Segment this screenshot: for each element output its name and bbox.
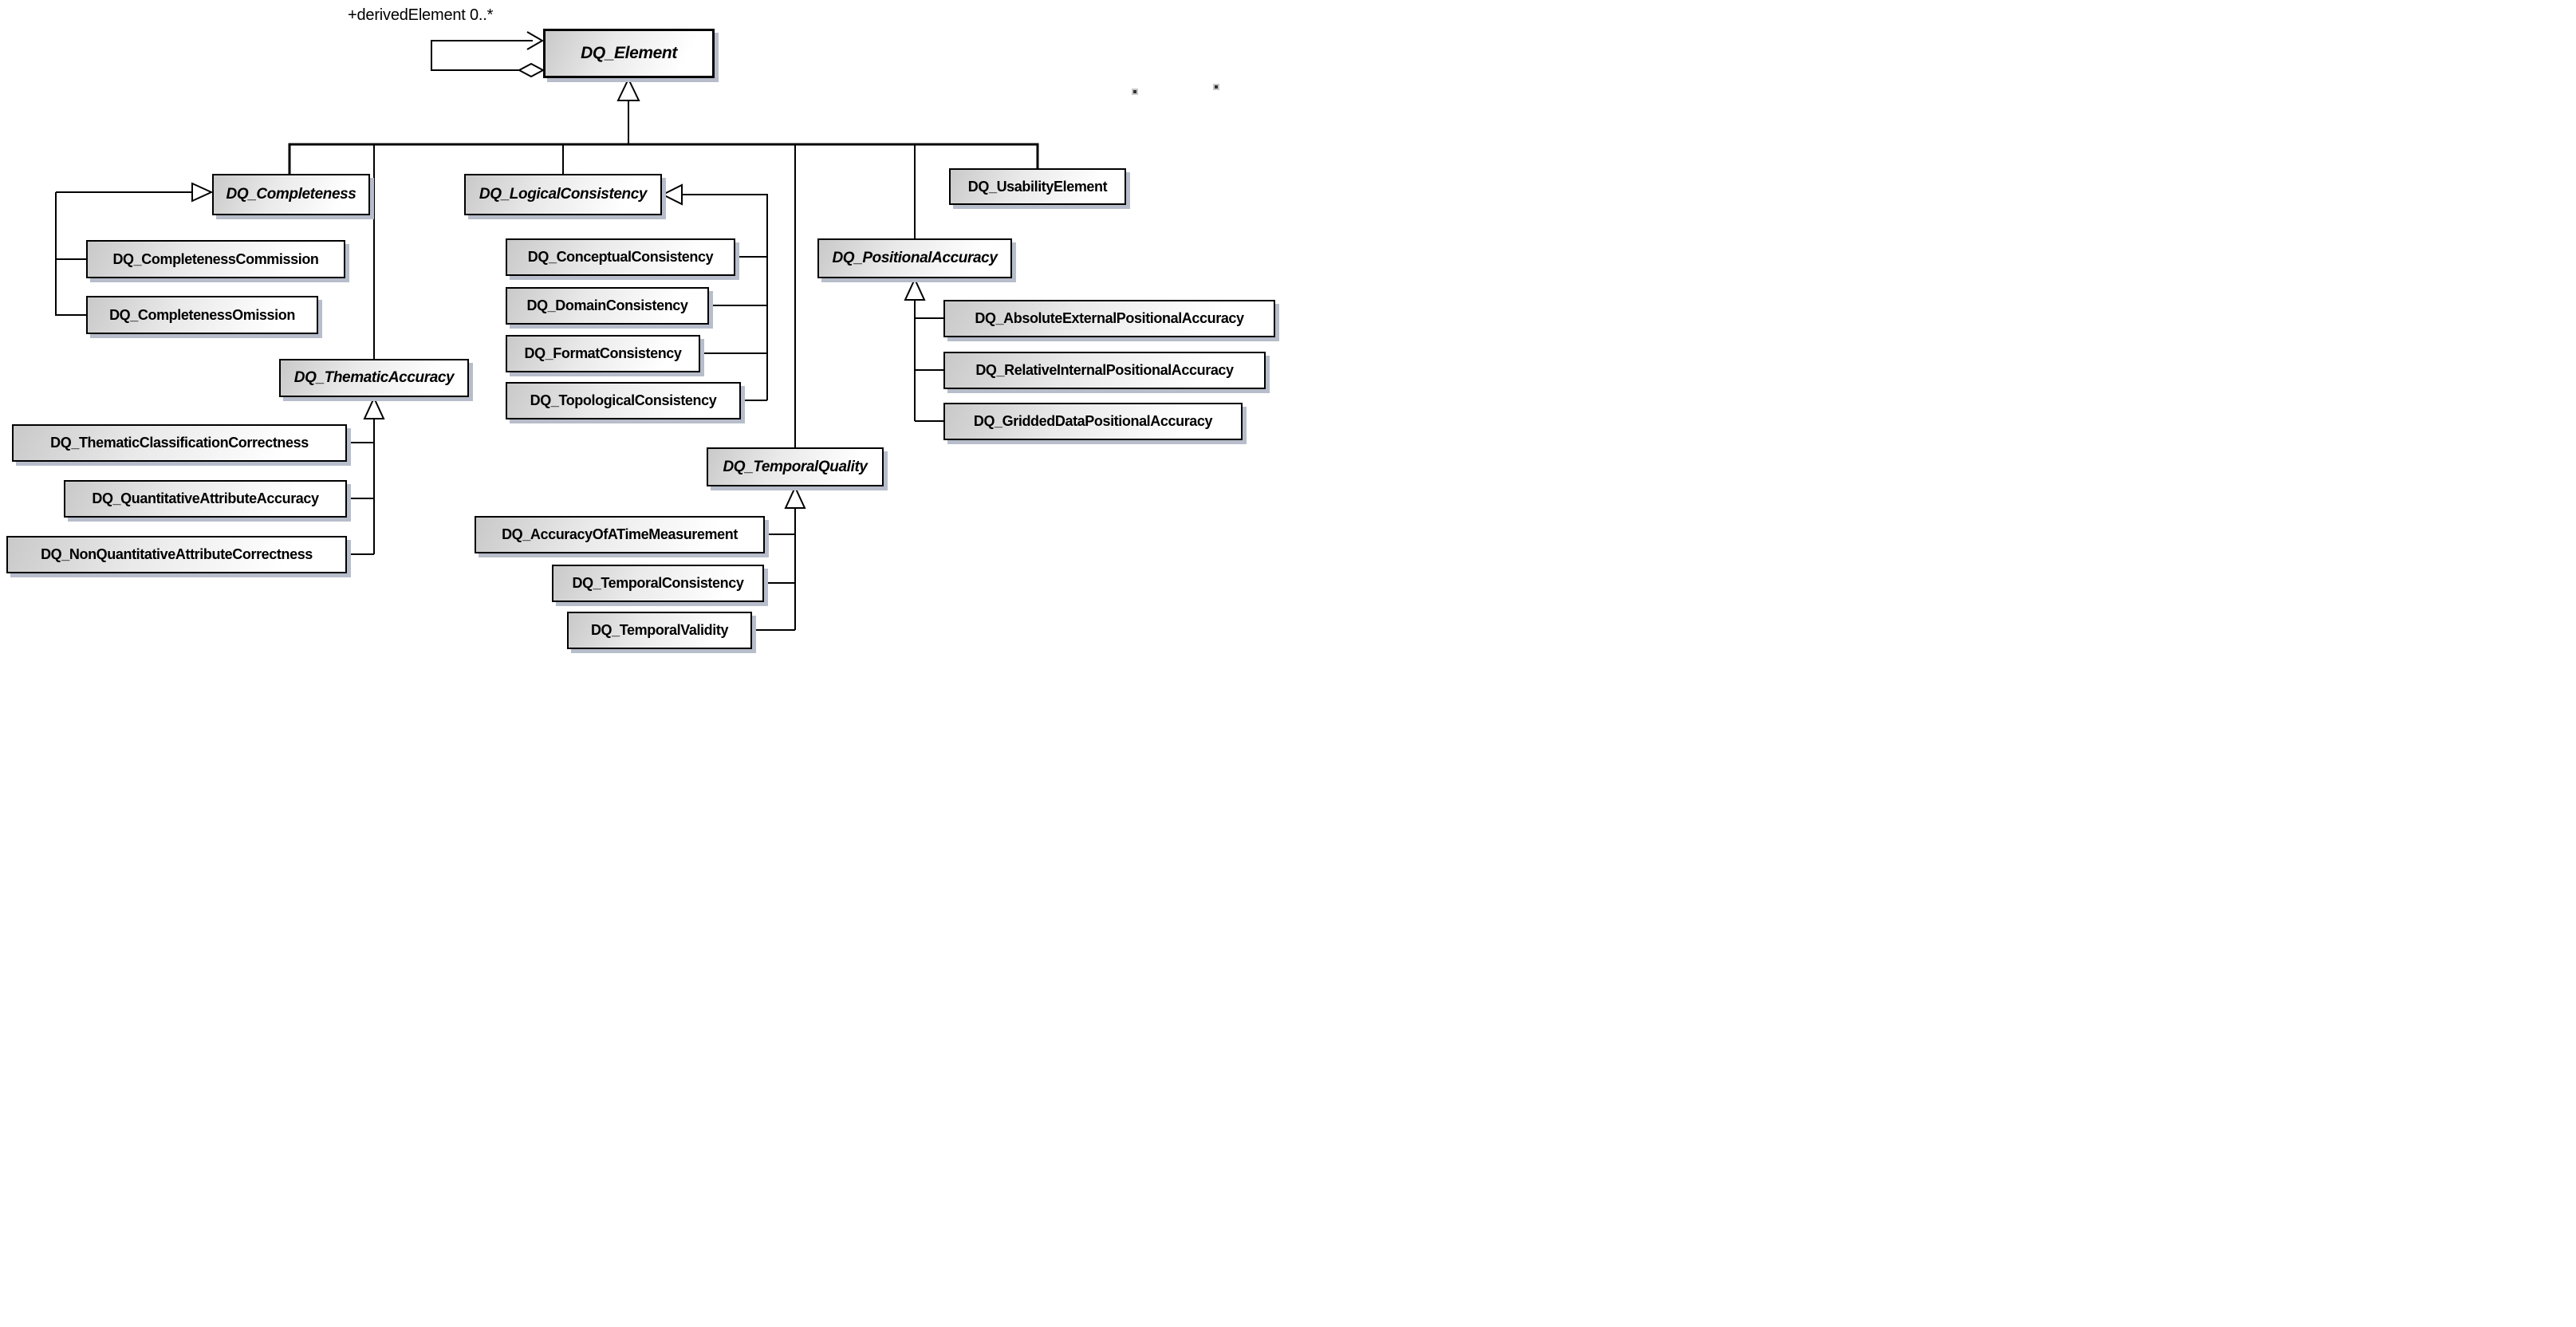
class-box-dq-non-quantitative-attribute-correctness: DQ_NonQuantitativeAttributeCorrectness: [6, 536, 347, 573]
generalization-triangle-icon: [616, 77, 640, 101]
class-box-dq-usability-element: DQ_UsabilityElement: [949, 168, 1126, 205]
class-box-dq-conceptual-consistency: DQ_ConceptualConsistency: [506, 238, 735, 276]
association-role-label: +derivedElement 0..*: [348, 6, 494, 24]
class-box-dq-completeness-omission: DQ_CompletenessOmission: [86, 296, 318, 334]
class-box-dq-domain-consistency: DQ_DomainConsistency: [506, 287, 709, 325]
generalization-triangle-icon: [363, 396, 385, 419]
class-box-dq-accuracy-of-a-time-measurement: DQ_AccuracyOfATimeMeasurement: [475, 516, 765, 553]
class-box-dq-temporal-validity: DQ_TemporalValidity: [567, 612, 752, 649]
thematic-generalization: [347, 396, 385, 555]
aggregation-diamond-icon: [517, 62, 546, 78]
self-association-derived-element: [431, 31, 546, 78]
open-arrowhead-icon: [526, 31, 544, 50]
class-box-dq-temporal-consistency: DQ_TemporalConsistency: [552, 565, 764, 602]
class-box-dq-absolute-external-positional-accuracy: DQ_AbsoluteExternalPositionalAccuracy: [943, 300, 1275, 337]
class-box-dq-positional-accuracy: DQ_PositionalAccuracy: [817, 238, 1012, 278]
speck: [1213, 84, 1219, 90]
class-box-dq-thematic-accuracy: DQ_ThematicAccuracy: [279, 359, 469, 397]
logical-generalization: [660, 183, 768, 401]
class-box-dq-logical-consistency: DQ_LogicalConsistency: [464, 174, 662, 215]
temporal-generalization: [752, 485, 806, 631]
generalization-triangle-icon: [904, 277, 926, 301]
class-box-dq-completeness: DQ_Completeness: [212, 174, 370, 215]
class-box-dq-completeness-commission: DQ_CompletenessCommission: [86, 240, 345, 278]
class-box-dq-gridded-data-positional-accuracy: DQ_GriddedDataPositionalAccuracy: [943, 403, 1243, 440]
generalization-bus: [288, 77, 1039, 447]
generalization-triangle-icon: [784, 485, 806, 509]
class-box-dq-element: DQ_Element: [543, 29, 715, 78]
generalization-triangle-icon: [660, 183, 683, 206]
class-box-dq-quantitative-attribute-accuracy: DQ_QuantitativeAttributeAccuracy: [64, 480, 347, 518]
completeness-generalization: [55, 182, 214, 316]
class-box-dq-topological-consistency: DQ_TopologicalConsistency: [506, 382, 741, 419]
generalization-triangle-icon: [191, 182, 214, 203]
connector-lines-layer: [55, 31, 1039, 631]
class-box-dq-thematic-classification-correctness: DQ_ThematicClassificationCorrectness: [12, 424, 347, 462]
class-box-dq-temporal-quality: DQ_TemporalQuality: [707, 447, 884, 486]
uml-class-diagram: +derivedElement 0..* DQ_Element DQ_Compl…: [0, 0, 1288, 664]
speck: [1132, 89, 1138, 95]
class-box-dq-relative-internal-positional-accuracy: DQ_RelativeInternalPositionalAccuracy: [943, 352, 1266, 389]
positional-generalization: [904, 277, 943, 422]
class-box-dq-format-consistency: DQ_FormatConsistency: [506, 335, 700, 372]
